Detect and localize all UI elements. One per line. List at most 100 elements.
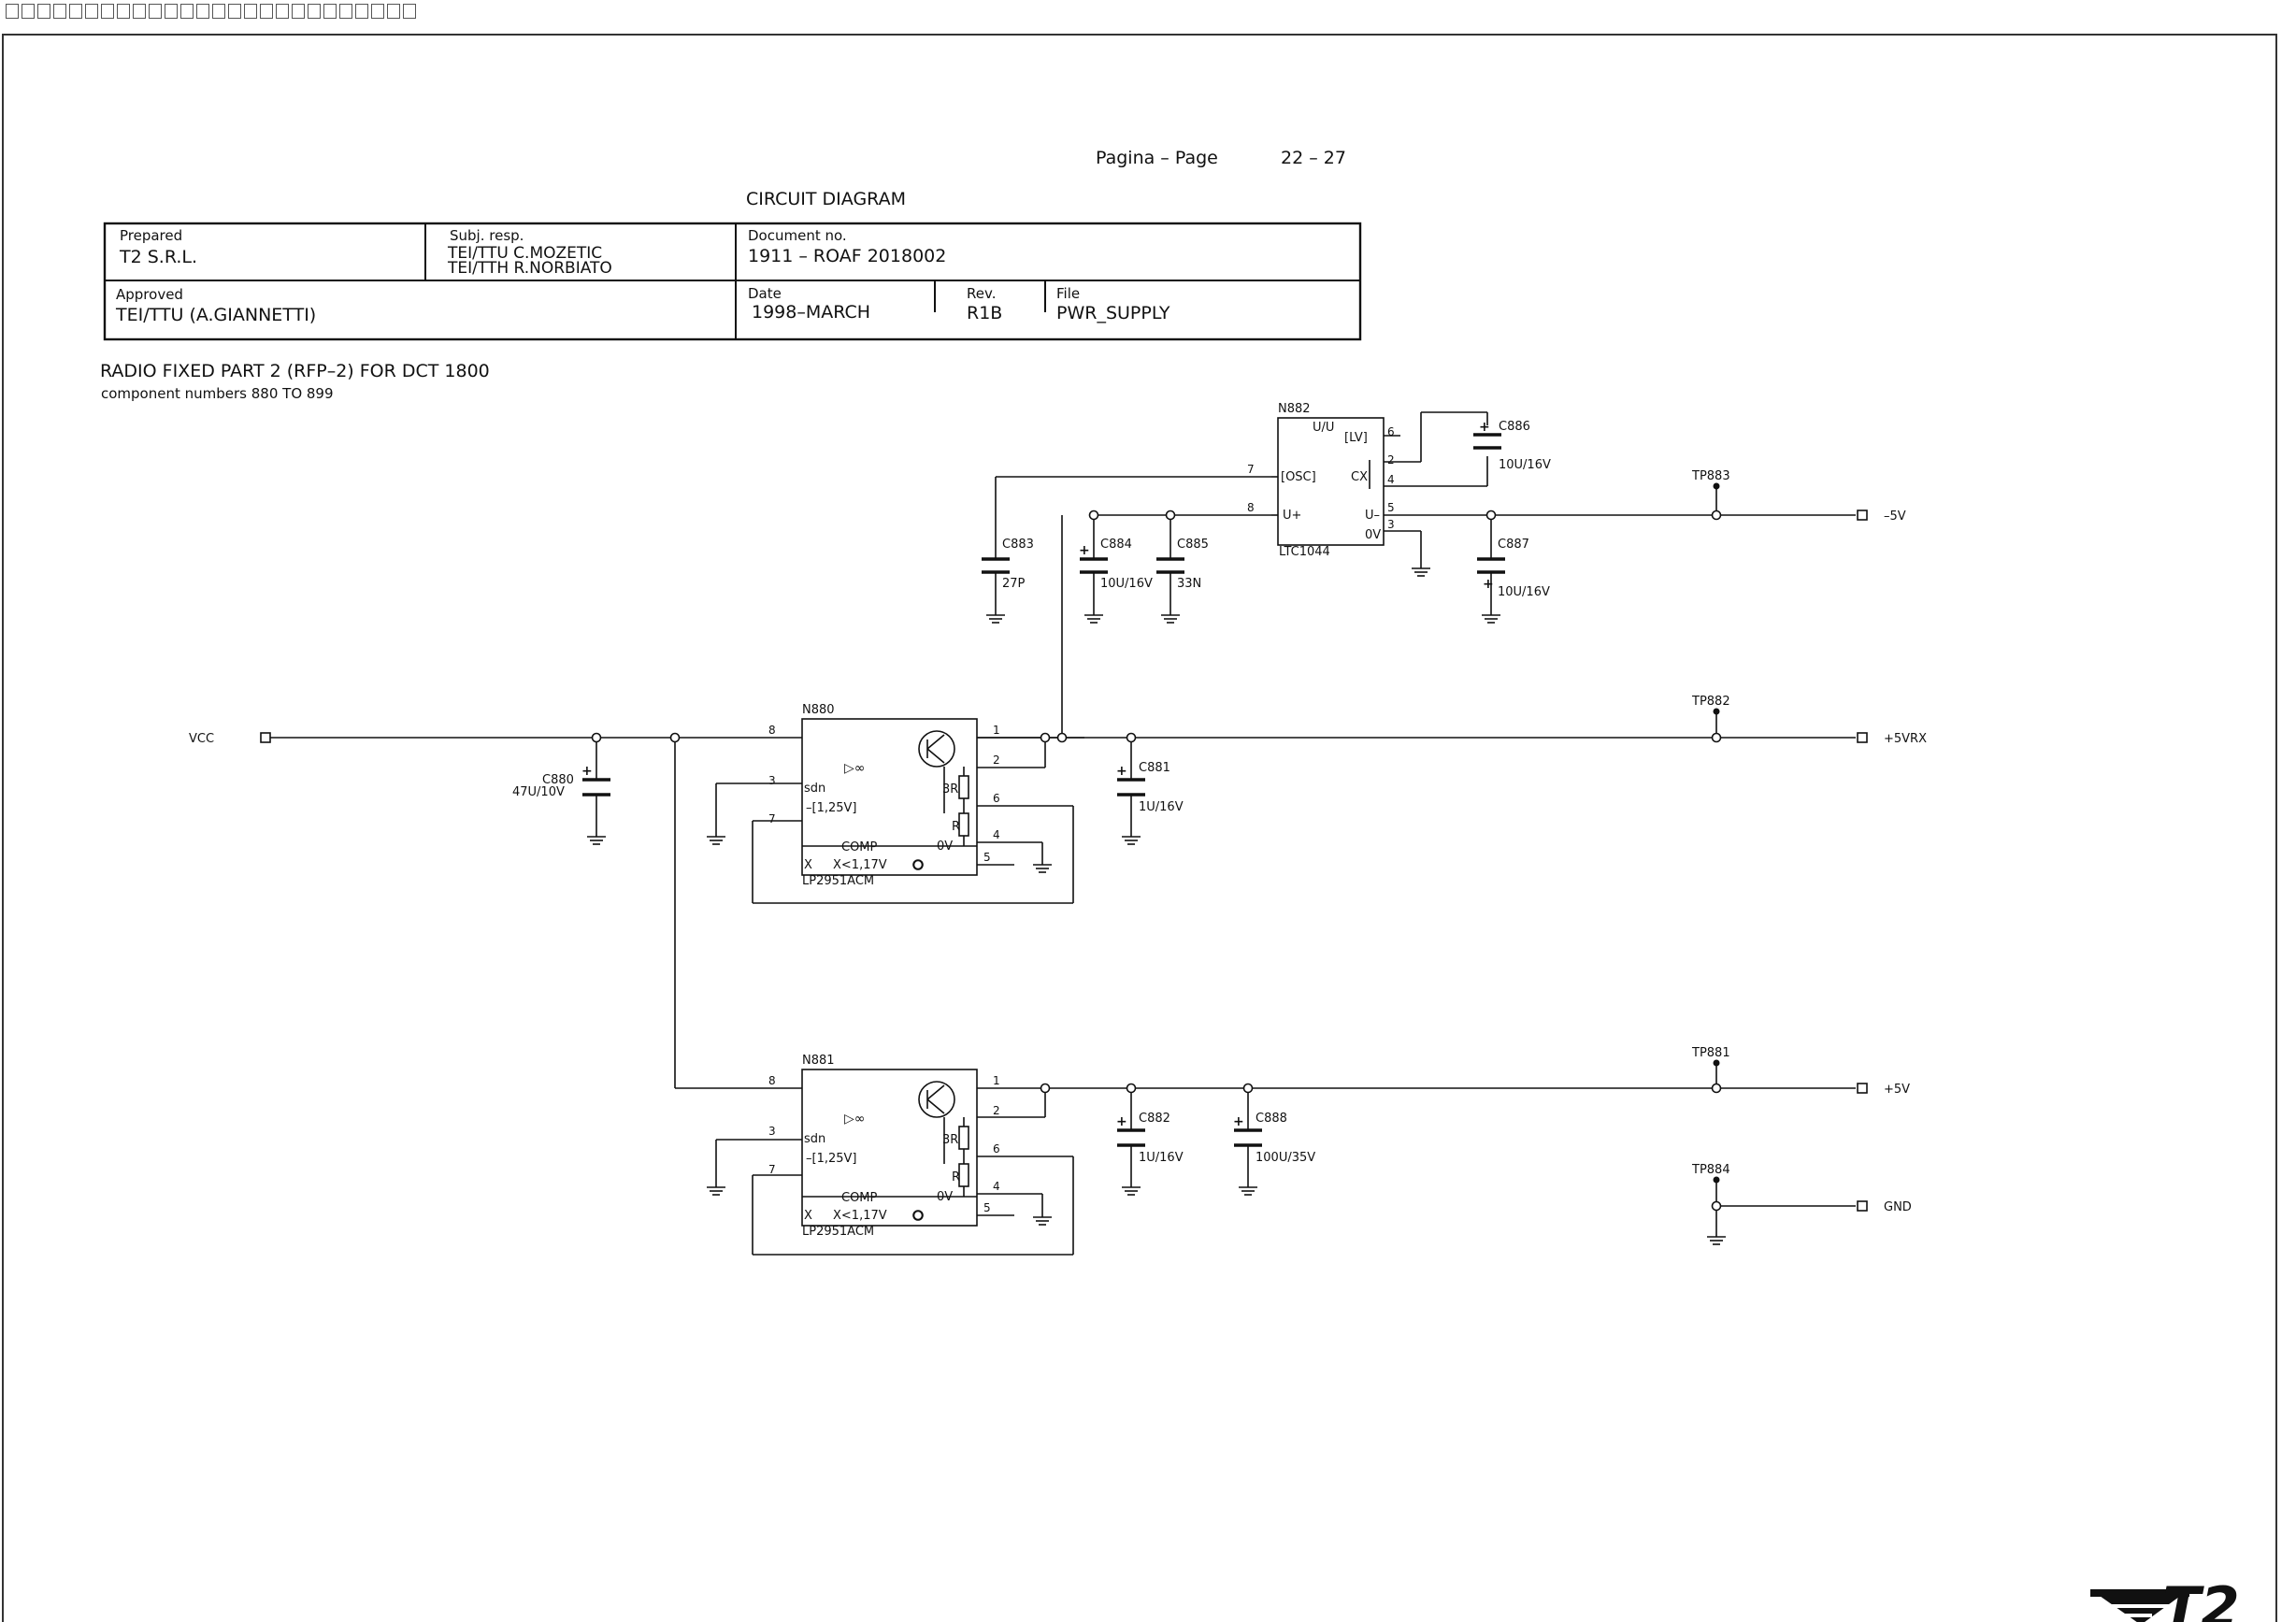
- sheet-border: [2, 34, 2277, 1622]
- c886-ref: C886: [1499, 420, 1530, 434]
- n882-uminus: U–: [1365, 509, 1380, 523]
- placeholder-box: [276, 4, 289, 19]
- n880-amp: ▷∞: [844, 761, 865, 776]
- n881-x: X: [804, 1209, 812, 1223]
- placeholder-box: [85, 4, 98, 19]
- rev-label: Rev.: [967, 285, 996, 302]
- placeholder-box: [53, 4, 66, 19]
- tp882-label: TP882: [1691, 695, 1730, 709]
- n882-pin4: 4: [1387, 473, 1395, 486]
- placeholder-box: [165, 4, 178, 19]
- c882-value: 1U/16V: [1139, 1151, 1184, 1165]
- n880-pin5: 5: [983, 851, 991, 864]
- document-value: 1911 – ROAF 2018002: [748, 246, 946, 266]
- n881-r: R: [952, 1170, 960, 1184]
- placeholder-box: [308, 4, 321, 19]
- c882-ref: C882: [1139, 1112, 1170, 1126]
- n882-pin5: 5: [1387, 501, 1395, 514]
- n880-pin6: 6: [993, 792, 1000, 805]
- file-value: PWR_SUPPLY: [1056, 303, 1170, 323]
- n880-pin1: 1: [993, 724, 1000, 737]
- n881-pin6: 6: [993, 1142, 1000, 1155]
- placeholder-box: [387, 4, 400, 19]
- placeholder-box: [355, 4, 368, 19]
- c884-ref: C884: [1100, 538, 1132, 552]
- approved-label: Approved: [116, 286, 183, 303]
- capacitor-plates: [582, 433, 1505, 1147]
- svg-text:+: +: [1079, 543, 1090, 558]
- n880-r: R: [952, 820, 960, 834]
- n882-lv: [LV]: [1344, 431, 1368, 445]
- page-label: Pagina – Page: [1096, 148, 1218, 168]
- svg-text:+: +: [1483, 577, 1494, 592]
- n881-pin3: 3: [768, 1125, 776, 1138]
- n881-ref: N881: [802, 1054, 835, 1068]
- subj-resp-label: Subj. resp.: [450, 227, 524, 244]
- net-gnd: GND: [1884, 1200, 1912, 1214]
- c881-value: 1U/16V: [1139, 800, 1184, 814]
- net-vcc: VCC: [189, 732, 214, 746]
- n881-ov: 0V: [937, 1190, 953, 1204]
- description-line1: RADIO FIXED PART 2 (RFP–2) FOR DCT 1800: [100, 361, 490, 381]
- polarity-marks: + + + + + + +: [581, 420, 1494, 1129]
- placeholder-box: [292, 4, 305, 19]
- n880-3r: 3R: [942, 782, 958, 797]
- subj-resp-line2: TEI/TTH R.NORBIATO: [447, 259, 612, 278]
- c883-value: 27P: [1002, 577, 1026, 591]
- placeholder-box: [149, 4, 162, 19]
- regulator-n880: [801, 718, 978, 876]
- approved-value: TEI/TTU (A.GIANNETTI): [115, 305, 316, 325]
- placeholder-box: [212, 4, 225, 19]
- n882-0v: 0V: [1365, 528, 1381, 542]
- n882-uu: U/U: [1313, 421, 1334, 435]
- n880-refv: –[1,25V]: [806, 801, 856, 815]
- n882-pin7: 7: [1247, 463, 1255, 476]
- n880-ov: 0V: [937, 840, 953, 854]
- placeholder-box: [228, 4, 241, 19]
- ground-symbols: [586, 558, 1727, 1245]
- n881-sdn: sdn: [804, 1132, 825, 1146]
- c883-ref: C883: [1002, 538, 1034, 552]
- n882-pin8: 8: [1247, 501, 1255, 514]
- n880-pin3: 3: [768, 774, 776, 787]
- date-label: Date: [748, 285, 782, 302]
- c885-ref: C885: [1177, 538, 1209, 552]
- n882-uplus: U+: [1283, 509, 1301, 523]
- n880-pin7: 7: [768, 812, 776, 825]
- document-label: Document no.: [748, 227, 847, 244]
- n881-amp: ▷∞: [844, 1112, 865, 1127]
- placeholder-box: [6, 4, 19, 19]
- n881-comp: COMP: [841, 1191, 878, 1205]
- n880-x: X: [804, 858, 812, 872]
- subj-resp-line1: TEI/TTU C.MOZETIC: [447, 244, 602, 263]
- n881-pin2: 2: [993, 1104, 1000, 1117]
- svg-text:+: +: [1116, 764, 1127, 779]
- placeholder-box: [22, 4, 35, 19]
- c880-value: 47U/10V: [512, 785, 565, 799]
- n880-comp: COMP: [841, 840, 878, 854]
- rev-value: R1B: [967, 303, 1002, 323]
- file-label: File: [1056, 285, 1080, 302]
- net-plus5vrx: +5VRX: [1884, 732, 1927, 746]
- placeholder-box: [69, 4, 82, 19]
- n882-ref: N882: [1278, 402, 1311, 416]
- placeholder-box: [339, 4, 352, 19]
- description-line2: component numbers 880 TO 899: [101, 385, 334, 402]
- ic-n882: [1271, 417, 1385, 546]
- diagram-type: CIRCUIT DIAGRAM: [746, 189, 906, 209]
- n881-pin5: 5: [983, 1201, 991, 1214]
- tp881-label: TP881: [1691, 1046, 1730, 1060]
- n881-3r: 3R: [942, 1133, 958, 1147]
- placeholder-box: [196, 4, 209, 19]
- tp884-label: TP884: [1691, 1163, 1730, 1177]
- n882-pin6: 6: [1387, 425, 1395, 438]
- n882-osc: [OSC]: [1281, 470, 1316, 484]
- c888-ref: C888: [1256, 1112, 1287, 1126]
- test-point-heads: [1713, 482, 1720, 1184]
- n881-pin7: 7: [768, 1163, 776, 1176]
- page-number: 22 – 27: [1281, 148, 1346, 168]
- placeholder-box: [260, 4, 273, 19]
- n882-pin3: 3: [1387, 518, 1395, 531]
- placeholder-box: [37, 4, 50, 19]
